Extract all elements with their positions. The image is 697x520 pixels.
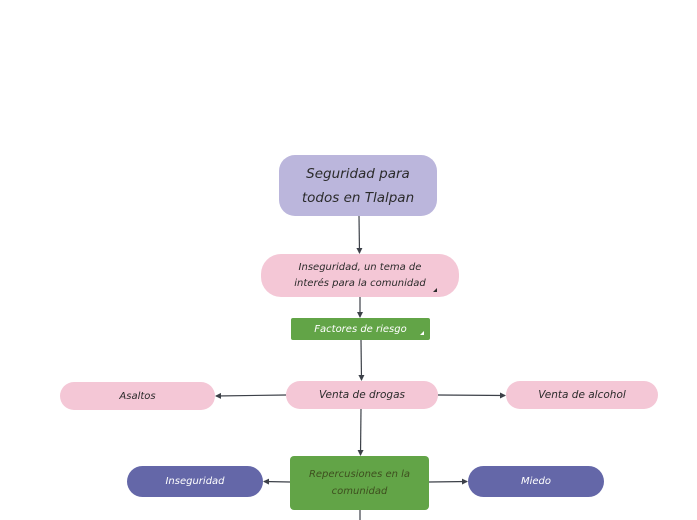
topic-node-label: Inseguridad, un tema de interés para la … (294, 261, 426, 289)
root-node-label: Seguridad para todos en Tlalpan (301, 165, 415, 206)
topic-node[interactable]: Inseguridad, un tema de interés para la … (261, 254, 459, 297)
root-node[interactable]: Seguridad para todos en Tlalpan (279, 155, 437, 216)
factors-node[interactable]: Factores de riesgo (291, 318, 430, 340)
insecurity-node[interactable]: Inseguridad (127, 466, 263, 497)
drugs-node-label: Venta de drogas (318, 389, 405, 401)
factors-node-label: Factores de riesgo (314, 323, 407, 335)
connector-root-to-topic (356, 215, 363, 254)
drugs-node[interactable]: Venta de drogas (286, 381, 438, 409)
fear-node[interactable]: Miedo (468, 466, 604, 497)
connector-drugs-to-assault (215, 392, 287, 399)
connector-repercussions-to-insecurity (263, 478, 291, 485)
assault-node[interactable]: Asaltos (60, 382, 215, 410)
resize-corner-icon (420, 331, 424, 335)
connector-drugs-to-repercussions (357, 408, 364, 456)
insecurity-node-label: Inseguridad (165, 476, 225, 487)
repercussions-node-label: Repercusiones en la comunidad (308, 469, 411, 497)
connector-drugs-to-alcohol (437, 392, 506, 399)
alcohol-node[interactable]: Venta de alcohol (506, 381, 658, 409)
assault-node-label: Asaltos (119, 390, 156, 402)
alcohol-node-label: Venta de alcohol (538, 389, 626, 401)
resize-corner-icon (433, 288, 437, 292)
connector-factors-to-drugs (358, 339, 365, 381)
repercussions-node[interactable]: Repercusiones en la comunidad (290, 456, 429, 510)
connector-repercussions-to-fear (428, 478, 468, 485)
fear-node-label: Miedo (520, 476, 552, 487)
